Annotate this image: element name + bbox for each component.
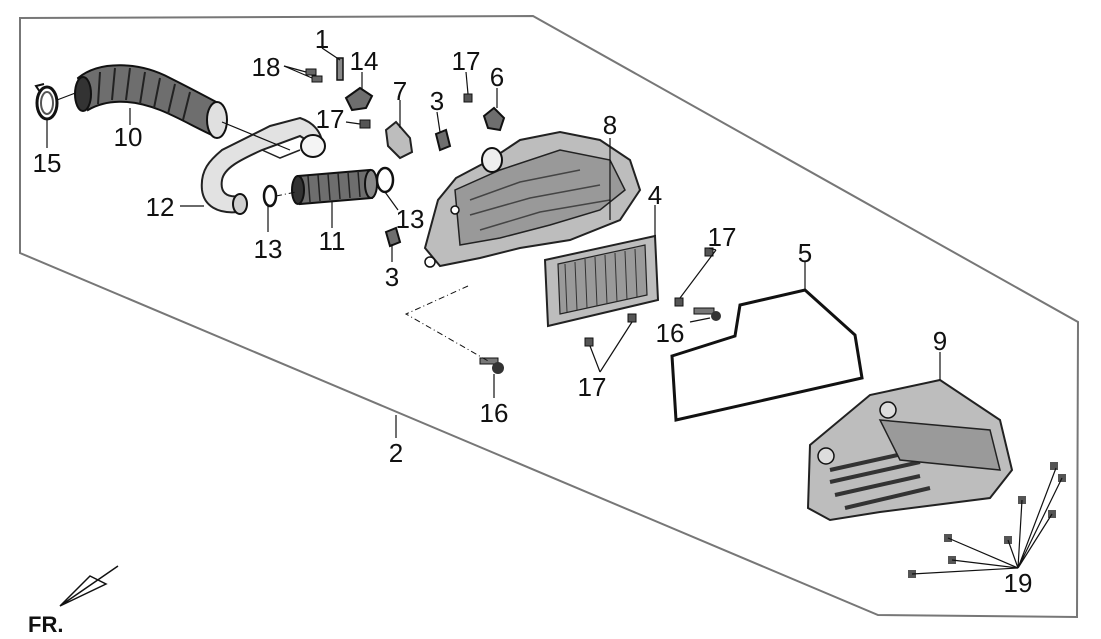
callout-3-lower: 3 [385,262,399,292]
callout-12: 12 [146,192,175,222]
part-17-screw-b [463,93,473,103]
part-2-air-cleaner-case [423,130,642,268]
leader-19 [911,467,1063,575]
dash-13-11 [275,191,297,197]
leader-17d-b [599,321,633,373]
leader-18b [283,65,313,79]
part-7-bracket [384,120,414,160]
leader-17c-a [708,247,717,251]
callout-17-a: 17 [316,104,345,134]
callout-3-upper: 3 [430,86,444,116]
leader-3a [436,111,441,133]
leader-17a [345,121,361,125]
assembly-boundary [19,14,1080,619]
part-5-gasket [670,288,864,422]
part-13-o-ring-right [375,166,395,194]
callout-17-d: 17 [578,372,607,402]
callout-11: 11 [319,226,346,256]
leader-13b [384,191,399,211]
leader-1 [321,47,341,61]
part-3-grommet-lower [384,226,402,248]
leader-17c-b [679,249,717,299]
part-11-connector-boot [291,168,378,206]
callout-4: 4 [648,180,662,210]
part-15-hose-clamp [34,83,59,121]
part-9-filter-cover [806,378,1014,522]
callout-7: 7 [393,76,407,106]
leader-12-to-10 [221,121,291,151]
front-direction-label: FR. [28,612,63,637]
part-3-grommet-upper [434,128,452,152]
part-16-bolt-right [693,307,721,321]
callout-10: 10 [114,122,143,152]
leader-17b [465,71,469,95]
part-17-screws-d [584,313,637,347]
callout-19: 19 [1004,568,1033,598]
callout-14: 14 [350,46,379,76]
callout-17-b: 17 [452,46,481,76]
front-direction-arrow [59,565,119,607]
callout-15: 15 [33,148,62,178]
leader-17d-a [589,345,601,373]
callout-13-right: 13 [396,204,425,234]
part-17-screw-a [359,119,371,129]
leader-16a [689,317,711,323]
callout-1: 1 [315,24,329,54]
part-13-o-ring-left [262,184,278,208]
part-1-pin [336,57,344,81]
callout-17-c: 17 [708,222,737,252]
part-6-clip [482,106,506,132]
callout-6: 6 [490,62,504,92]
part-14-sensor [344,86,374,112]
callout-9: 9 [933,326,947,356]
callout-13-left: 13 [254,234,283,264]
part-12-elbow-duct [200,116,326,215]
dash-16-2 [404,285,491,363]
part-18-screws [305,68,323,83]
callout-16-bottom: 16 [480,398,509,428]
part-4-filter-element [543,234,660,328]
callout-16-right: 16 [656,318,685,348]
callout-2: 2 [389,438,403,468]
callout-18: 18 [252,52,281,82]
part-10-intake-tube [74,64,228,139]
part-16-bolt-bottom [479,357,504,374]
callout-8: 8 [603,110,617,140]
callout-5: 5 [798,238,812,268]
